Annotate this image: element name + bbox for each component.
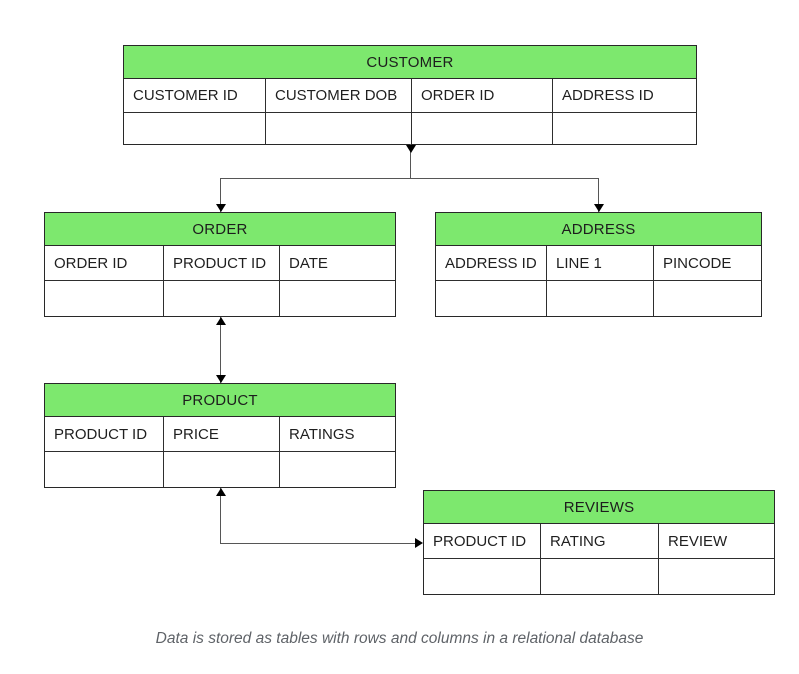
table-order-title: ORDER	[45, 213, 395, 246]
table-reviews-empty-row	[424, 559, 774, 594]
empty-cell	[45, 281, 164, 316]
table-customer-title: CUSTOMER	[124, 46, 696, 79]
arrowhead-customer-stem-icon	[406, 145, 416, 153]
empty-cell	[412, 113, 553, 144]
connector-branch-horizontal	[220, 178, 599, 179]
connector-address-drop	[598, 178, 599, 212]
empty-cell	[280, 281, 395, 316]
table-customer-columns: CUSTOMER ID CUSTOMER DOB ORDER ID ADDRES…	[124, 79, 696, 113]
connector-product-reviews-horizontal	[220, 543, 415, 544]
table-order-col-order-id: ORDER ID	[45, 246, 164, 280]
table-order-columns: ORDER ID PRODUCT ID DATE	[45, 246, 395, 281]
table-address-col-pincode: PINCODE	[663, 254, 732, 272]
table-product-col-price: PRICE	[164, 417, 280, 451]
table-reviews-col-product-id: PRODUCT ID	[424, 524, 541, 558]
table-customer-col-customer-id: CUSTOMER ID	[124, 79, 266, 112]
table-reviews: REVIEWS PRODUCT ID RATING REVIEW	[423, 490, 775, 595]
empty-cell	[654, 281, 761, 316]
empty-cell	[659, 559, 774, 594]
table-address-col-address-id: ADDRESS ID	[436, 246, 547, 280]
arrowhead-order-icon	[216, 204, 226, 212]
arrowhead-product-bottom-icon	[216, 488, 226, 496]
table-product-col-product-id: PRODUCT ID	[45, 417, 164, 451]
table-reviews-title: REVIEWS	[424, 491, 774, 524]
table-address-empty-row	[436, 281, 761, 316]
table-customer-col-address-id: ADDRESS ID	[562, 87, 654, 104]
empty-cell	[164, 281, 280, 316]
arrowhead-reviews-icon	[415, 538, 423, 548]
table-reviews-col-review: REVIEW	[668, 532, 728, 550]
empty-cell	[424, 559, 541, 594]
table-reviews-col-rating: RATING	[541, 524, 659, 558]
table-address: ADDRESS ADDRESS ID LINE 1 PINCODE	[435, 212, 762, 317]
table-address-title: ADDRESS	[436, 213, 761, 246]
arrowhead-order-bottom-icon	[216, 317, 226, 325]
table-customer-col-order-id: ORDER ID	[412, 79, 553, 112]
arrowhead-product-top-icon	[216, 375, 226, 383]
arrowhead-address-icon	[594, 204, 604, 212]
empty-cell	[541, 559, 659, 594]
connector-customer-stem	[410, 144, 411, 178]
empty-cell	[45, 452, 164, 487]
table-order-col-date: DATE	[289, 254, 328, 272]
table-order: ORDER ORDER ID PRODUCT ID DATE	[44, 212, 396, 317]
table-customer: CUSTOMER CUSTOMER ID CUSTOMER DOB ORDER …	[123, 45, 697, 145]
empty-cell	[547, 281, 654, 316]
table-product-columns: PRODUCT ID PRICE RATINGS	[45, 417, 395, 452]
connector-order-product	[220, 317, 221, 383]
connector-product-reviews-vertical	[220, 488, 221, 543]
table-product-empty-row	[45, 452, 395, 487]
empty-cell	[436, 281, 547, 316]
table-address-columns: ADDRESS ID LINE 1 PINCODE	[436, 246, 761, 281]
table-address-col-line-1: LINE 1	[547, 246, 654, 280]
empty-cell	[164, 452, 280, 487]
table-customer-col-customer-dob: CUSTOMER DOB	[266, 79, 412, 112]
table-customer-empty-row	[124, 113, 696, 144]
table-order-col-product-id: PRODUCT ID	[164, 246, 280, 280]
connector-order-drop	[220, 178, 221, 212]
table-order-empty-row	[45, 281, 395, 316]
empty-cell	[266, 113, 412, 144]
empty-cell	[124, 113, 266, 144]
table-product: PRODUCT PRODUCT ID PRICE RATINGS	[44, 383, 396, 488]
diagram-caption: Data is stored as tables with rows and c…	[155, 630, 644, 647]
table-product-title: PRODUCT	[45, 384, 395, 417]
table-product-col-ratings: RATINGS	[289, 425, 355, 443]
table-reviews-columns: PRODUCT ID RATING REVIEW	[424, 524, 774, 559]
empty-cell	[280, 452, 395, 487]
empty-cell	[553, 113, 696, 144]
